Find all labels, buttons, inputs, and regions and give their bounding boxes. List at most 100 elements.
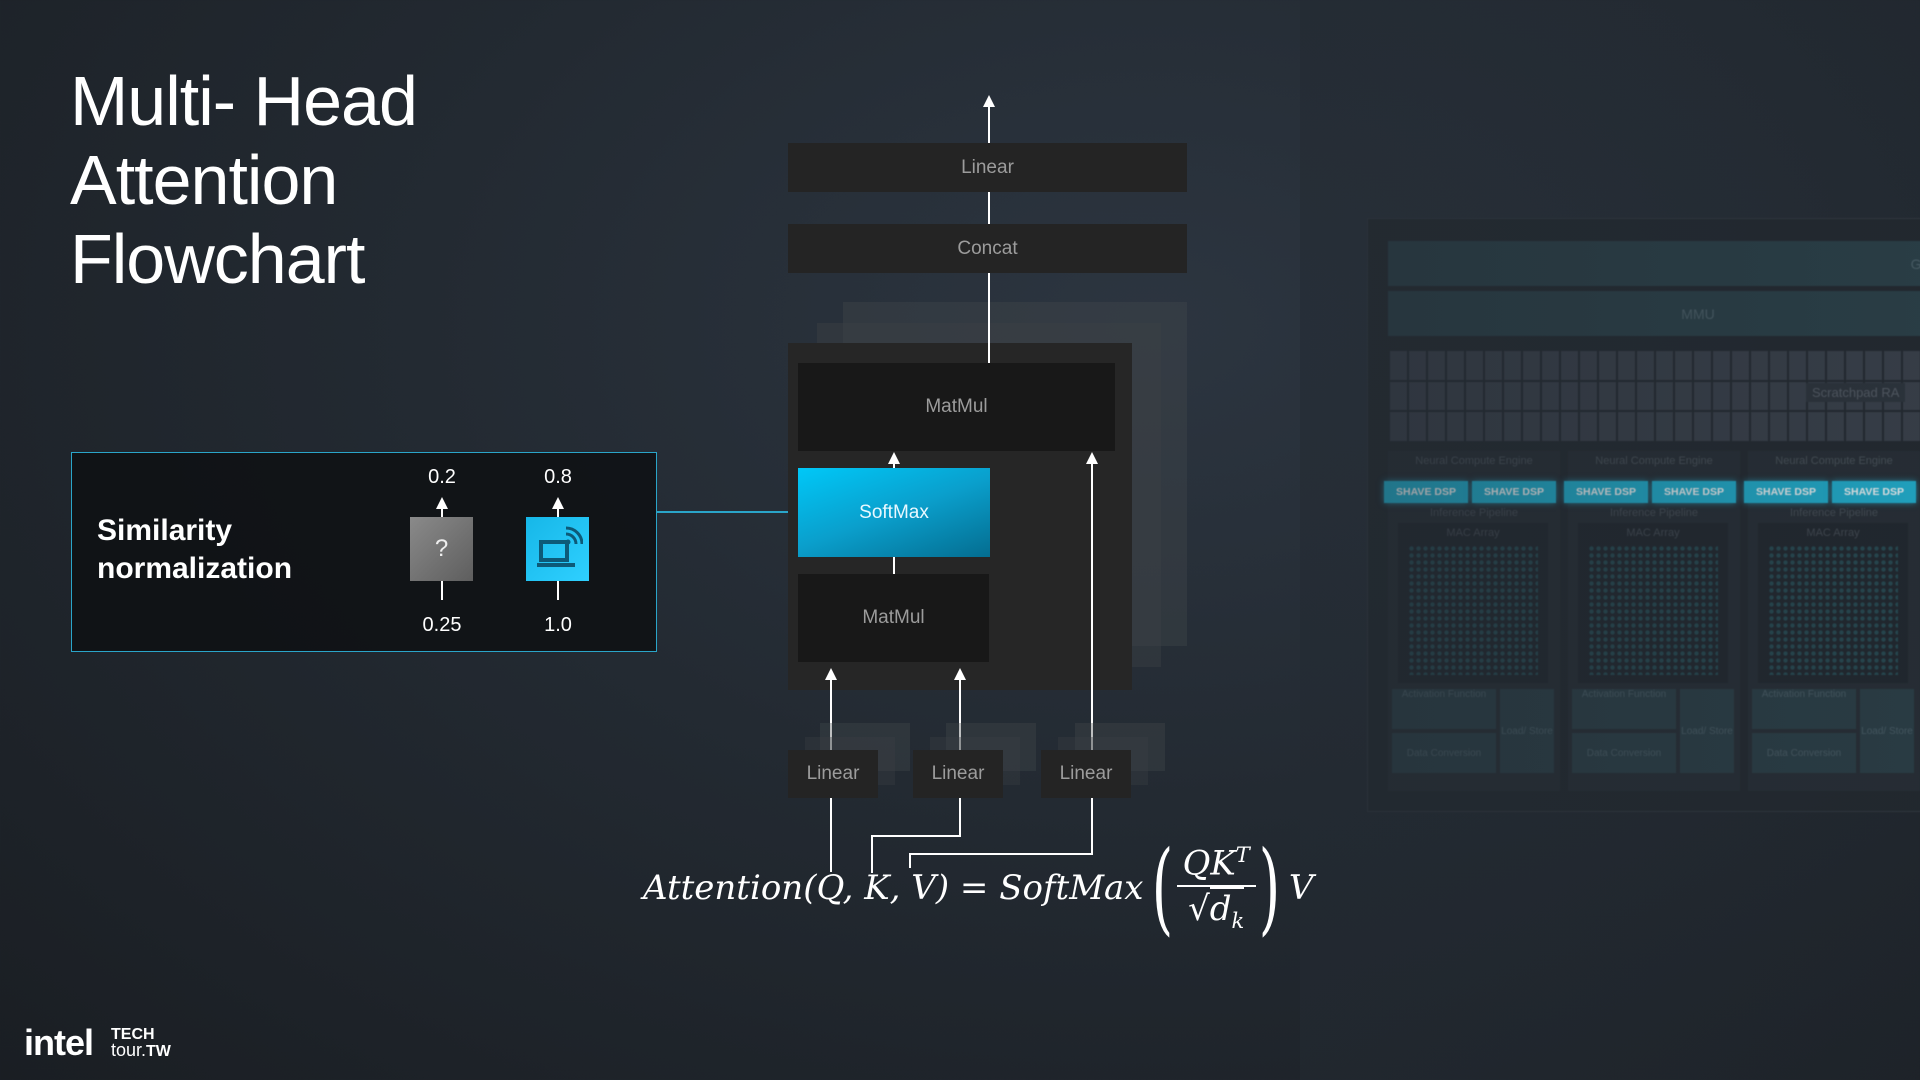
laptop-wireless-icon <box>526 517 589 581</box>
memory-cell <box>1846 351 1863 380</box>
memory-cell <box>1542 351 1559 380</box>
flow-line <box>988 106 990 143</box>
flow-line <box>988 273 990 363</box>
denominator: √dk <box>1188 887 1245 934</box>
input-value: 0.25 <box>422 614 462 636</box>
memory-cell <box>1675 351 1692 380</box>
arrow-up-icon <box>954 668 966 680</box>
node-label: Linear <box>961 156 1014 178</box>
attention-formula: Attention(Q, K, V) = SoftMax ( QKT √dk )… <box>643 838 1313 938</box>
denominator-text: d <box>1209 889 1232 930</box>
connector-line <box>557 581 559 600</box>
engine-title: Neural Compute Engine <box>1595 455 1713 467</box>
shave-dsp-block: SHAVE DSP <box>1652 481 1736 503</box>
memory-cell <box>1789 412 1806 441</box>
memory-cell <box>1865 412 1882 441</box>
memory-cell <box>1675 412 1692 441</box>
memory-cell <box>1637 351 1654 380</box>
global-label: Globa <box>1911 256 1920 272</box>
question-mark-icon: ? <box>410 517 473 581</box>
memory-cell <box>1504 412 1521 441</box>
memory-cell <box>1409 381 1426 411</box>
mac-array: MAC Array <box>1578 523 1728 683</box>
similarity-label-line: Similarity <box>97 514 233 547</box>
output-value: 0.2 <box>428 466 456 488</box>
formula-fraction: QKT √dk <box>1176 842 1256 934</box>
pipeline-title: Inference Pipeline <box>1429 507 1519 519</box>
memory-cell <box>1599 412 1616 441</box>
data-conversion-block: Data Conversion <box>1392 733 1496 773</box>
flow-line <box>893 462 895 468</box>
denominator-sub: k <box>1231 909 1245 934</box>
q-connector <box>830 798 832 872</box>
memory-cell <box>1428 412 1445 441</box>
left-paren: ( <box>1152 829 1174 946</box>
memory-cell <box>1713 381 1730 411</box>
memory-cell <box>1751 351 1768 380</box>
memory-cell <box>1523 351 1540 380</box>
shave-dsp-block: SHAVE DSP <box>1564 481 1648 503</box>
shave-dsp-block: SHAVE DSP <box>1384 481 1468 503</box>
v-connector <box>1091 798 1093 855</box>
npu-chip-diagram: Globa MMU Scratchpad RA Neural Compute E… <box>1367 218 1920 812</box>
memory-cell <box>1675 381 1692 411</box>
question-glyph: ? <box>434 535 449 562</box>
memory-cell <box>1827 351 1844 380</box>
mac-array-dots <box>1768 545 1898 675</box>
memory-cell <box>1466 412 1483 441</box>
numerator-sup: T <box>1235 842 1250 867</box>
scratchpad-label: Scratchpad RA <box>1806 383 1906 402</box>
memory-cell <box>1808 412 1825 441</box>
data-conversion-block: Data Conversion <box>1572 733 1676 773</box>
mmu-bar: MMU <box>1388 291 1920 336</box>
tech-tour-logo-tour: tour.TW <box>111 1041 171 1061</box>
engine-title: Neural Compute Engine <box>1775 455 1893 467</box>
activation-function-block: Activation Function <box>1752 689 1856 729</box>
memory-cell <box>1903 381 1920 411</box>
memory-cell <box>1409 412 1426 441</box>
memory-cell <box>1618 412 1635 441</box>
right-paren: ) <box>1258 829 1281 946</box>
output-value: 0.8 <box>544 466 572 488</box>
memory-cell <box>1694 412 1711 441</box>
matmul-output-node: MatMul <box>798 363 1115 451</box>
memory-cell <box>1732 381 1749 411</box>
memory-cell <box>1732 351 1749 380</box>
node-label: SoftMax <box>859 501 929 523</box>
k-connector <box>871 835 873 873</box>
mac-array-title: MAC Array <box>1446 527 1500 539</box>
softmax-node: SoftMax <box>798 468 990 557</box>
key-flow-line <box>959 679 961 750</box>
intel-logo: intel <box>24 1022 94 1063</box>
memory-cell <box>1485 412 1502 441</box>
engine-title: Neural Compute Engine <box>1415 455 1533 467</box>
memory-cell <box>1618 381 1635 411</box>
memory-cell <box>1580 351 1597 380</box>
memory-cell <box>1542 381 1559 411</box>
v-connector <box>909 853 1093 855</box>
tech-tour-logo-tech: TECH <box>111 1026 155 1043</box>
memory-cell <box>1599 351 1616 380</box>
memory-cell <box>1447 381 1464 411</box>
output-arrow-icon <box>983 95 995 107</box>
slide-title: Multi- Head Attention Flowchart <box>70 62 418 299</box>
node-label: MatMul <box>862 607 925 628</box>
memory-cell <box>1903 412 1920 441</box>
memory-cell <box>1789 351 1806 380</box>
memory-cell <box>1504 381 1521 411</box>
mac-array-title: MAC Array <box>1806 527 1860 539</box>
node-label: Linear <box>806 763 860 784</box>
matmul-score-node: MatMul <box>798 574 989 662</box>
memory-cell <box>1637 381 1654 411</box>
load-store-block: Load/ Store <box>1860 689 1914 773</box>
title-line: Attention <box>70 141 338 219</box>
mmu-label: MMU <box>1681 305 1715 322</box>
memory-cell <box>1390 381 1407 411</box>
node-label: Concat <box>957 237 1018 259</box>
memory-cell <box>1770 381 1787 411</box>
laptop-icon <box>536 526 583 567</box>
memory-cell <box>1751 412 1768 441</box>
memory-cell <box>1428 351 1445 380</box>
activation-function-block: Activation Function <box>1572 689 1676 729</box>
region-text: TW <box>146 1043 171 1060</box>
